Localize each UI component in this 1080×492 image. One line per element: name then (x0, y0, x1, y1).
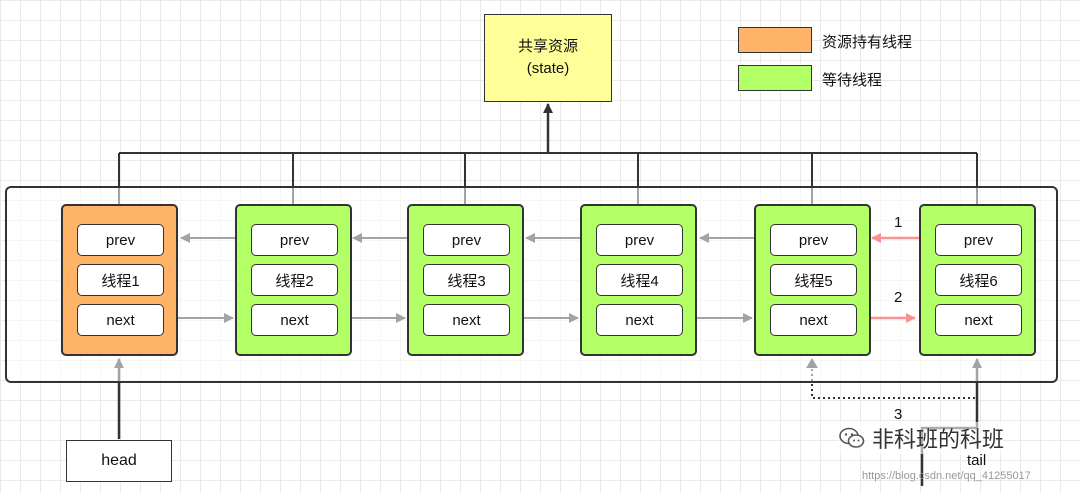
thread-name: 线程4 (596, 264, 683, 296)
next-field: next (596, 304, 683, 336)
step-label-1: 1 (894, 214, 903, 231)
thread-name: 线程6 (935, 264, 1022, 296)
tail-label: tail (967, 452, 987, 469)
legend-swatch-holder (738, 27, 812, 53)
next-field: next (770, 304, 857, 336)
shared-state-box: 共享资源 (state) (484, 14, 612, 102)
watermark: 非科班的科班 (838, 422, 1005, 454)
thread-node-5: prev 线程5 next (754, 204, 871, 356)
thread-name: 线程2 (251, 264, 338, 296)
thread-name: 线程3 (423, 264, 510, 296)
prev-field: prev (251, 224, 338, 256)
next-field: next (935, 304, 1022, 336)
next-field: next (77, 304, 164, 336)
prev-field: prev (77, 224, 164, 256)
queue-container (5, 186, 1058, 383)
legend-label-holder: 资源持有线程 (822, 34, 913, 51)
prev-field: prev (770, 224, 857, 256)
next-field: next (423, 304, 510, 336)
state-subtitle: (state) (526, 60, 570, 77)
thread-node-1: prev 线程1 next (61, 204, 178, 356)
thread-node-2: prev 线程2 next (235, 204, 352, 356)
prev-field: prev (423, 224, 510, 256)
step-label-3: 3 (894, 406, 903, 423)
watermark-text: 非科班的科班 (872, 427, 1005, 452)
next-field: next (251, 304, 338, 336)
state-title: 共享资源 (517, 38, 578, 55)
thread-name: 线程1 (77, 264, 164, 296)
prev-field: prev (935, 224, 1022, 256)
prev-field: prev (596, 224, 683, 256)
head-pointer-box: head (66, 440, 172, 482)
watermark-url: https://blog.csdn.net/qq_41255017 (862, 470, 1031, 482)
thread-node-4: prev 线程4 next (580, 204, 697, 356)
legend-label-waiting: 等待线程 (822, 72, 883, 89)
step-label-2: 2 (894, 289, 903, 306)
thread-node-6: prev 线程6 next (919, 204, 1036, 356)
legend-swatch-waiting (738, 65, 812, 91)
thread-name: 线程5 (770, 264, 857, 296)
thread-node-3: prev 线程3 next (407, 204, 524, 356)
wechat-icon (839, 427, 865, 448)
